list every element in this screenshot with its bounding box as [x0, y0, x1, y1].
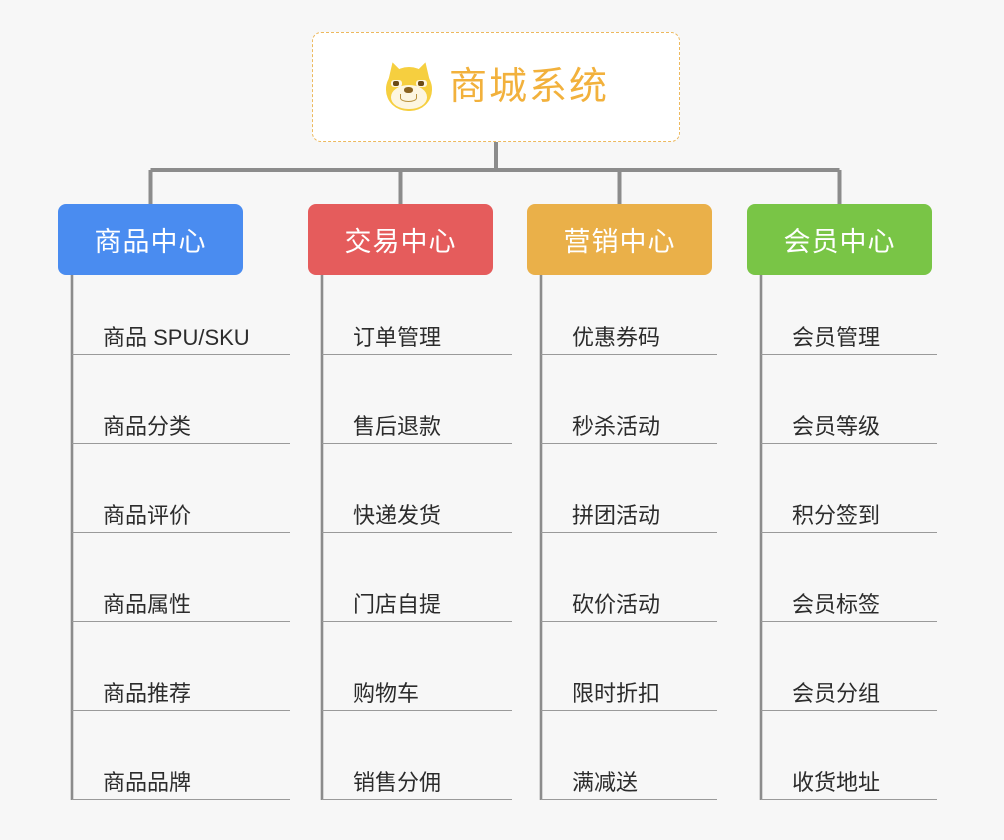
shiba-dog-face-icon	[382, 59, 436, 113]
leaf-item[interactable]: 会员标签	[761, 576, 937, 622]
category-header-label: 会员中心	[783, 227, 896, 257]
category-header-product-center[interactable]: 商品中心	[58, 204, 243, 275]
leaf-item-label: 优惠券码	[572, 324, 661, 350]
leaf-item-label: 收货地址	[792, 769, 881, 795]
leaf-item[interactable]: 砍价活动	[541, 576, 717, 622]
leaf-item-label: 积分签到	[792, 502, 881, 528]
leaf-item[interactable]: 会员等级	[761, 398, 937, 444]
leaf-item[interactable]: 会员管理	[761, 309, 937, 355]
leaf-item[interactable]: 商品推荐	[72, 665, 290, 711]
leaf-item-label: 会员等级	[792, 413, 881, 439]
leaf-item-label: 购物车	[353, 680, 420, 706]
leaf-item-label: 售后退款	[353, 413, 442, 439]
root-node[interactable]: 商城系统	[312, 32, 680, 142]
category-header-marketing-center[interactable]: 营销中心	[527, 204, 712, 275]
leaf-item-label: 门店自提	[353, 591, 442, 617]
leaf-item-label: 会员分组	[792, 680, 881, 706]
leaf-item[interactable]: 销售分佣	[322, 754, 512, 800]
leaf-item[interactable]: 快递发货	[322, 487, 512, 533]
leaf-item[interactable]: 门店自提	[322, 576, 512, 622]
category-header-trade-center[interactable]: 交易中心	[308, 204, 493, 275]
leaf-item-label: 商品分类	[103, 413, 192, 439]
leaf-item-label: 商品推荐	[103, 680, 192, 706]
leaf-item-label: 砍价活动	[572, 591, 661, 617]
category-header-member-center[interactable]: 会员中心	[747, 204, 932, 275]
leaf-item[interactable]: 限时折扣	[541, 665, 717, 711]
leaf-item-label: 秒杀活动	[572, 413, 661, 439]
leaf-item[interactable]: 会员分组	[761, 665, 937, 711]
leaf-item-label: 商品属性	[103, 591, 192, 617]
category-header-label: 商品中心	[94, 227, 207, 257]
leaf-item-label: 销售分佣	[353, 769, 442, 795]
leaf-item-label: 快递发货	[353, 502, 442, 528]
leaf-item[interactable]: 积分签到	[761, 487, 937, 533]
leaf-item-label: 拼团活动	[572, 502, 661, 528]
leaf-item-label: 订单管理	[353, 324, 442, 350]
leaf-item[interactable]: 订单管理	[322, 309, 512, 355]
category-header-label: 营销中心	[563, 227, 676, 257]
leaf-item[interactable]: 商品 SPU/SKU	[72, 309, 290, 355]
leaf-item[interactable]: 优惠券码	[541, 309, 717, 355]
leaf-item-label: 满减送	[572, 769, 639, 795]
leaf-item-label: 商品 SPU/SKU	[103, 324, 250, 350]
root-title: 商城系统	[448, 66, 609, 108]
leaf-item-label: 限时折扣	[572, 680, 661, 706]
leaf-item[interactable]: 购物车	[322, 665, 512, 711]
leaf-item[interactable]: 商品评价	[72, 487, 290, 533]
leaf-item[interactable]: 商品属性	[72, 576, 290, 622]
leaf-item[interactable]: 商品品牌	[72, 754, 290, 800]
leaf-item[interactable]: 收货地址	[761, 754, 937, 800]
leaf-item[interactable]: 售后退款	[322, 398, 512, 444]
leaf-item[interactable]: 满减送	[541, 754, 717, 800]
leaf-item-label: 会员标签	[792, 591, 881, 617]
category-header-label: 交易中心	[344, 227, 457, 257]
leaf-item[interactable]: 商品分类	[72, 398, 290, 444]
leaf-item-label: 商品品牌	[103, 769, 192, 795]
leaf-item[interactable]: 秒杀活动	[541, 398, 717, 444]
leaf-item[interactable]: 拼团活动	[541, 487, 717, 533]
leaf-item-label: 商品评价	[103, 502, 192, 528]
leaf-item-label: 会员管理	[792, 324, 881, 350]
